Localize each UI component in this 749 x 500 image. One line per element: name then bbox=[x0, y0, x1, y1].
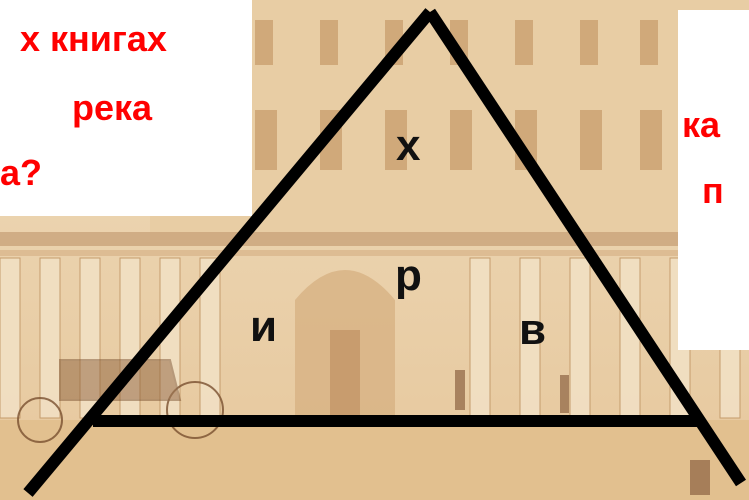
left-card-line-2: река bbox=[72, 87, 153, 128]
triangle-letter-center: р bbox=[395, 251, 422, 300]
triangle-letter-right: в bbox=[519, 305, 547, 354]
triangle-left-side bbox=[23, 8, 435, 497]
left-question-card: х книгах река а? bbox=[0, 0, 252, 216]
triangle-letter-top: х bbox=[396, 121, 421, 170]
left-card-line-3: а? bbox=[0, 152, 43, 193]
right-card-line-2: ка bbox=[682, 104, 721, 145]
triangle-right-side bbox=[424, 8, 747, 487]
left-card-line-1: х книгах bbox=[20, 18, 167, 59]
triangle-letter-left: и bbox=[250, 302, 278, 351]
right-question-card: ка п bbox=[678, 10, 749, 350]
right-card-line-3: п bbox=[702, 170, 724, 211]
